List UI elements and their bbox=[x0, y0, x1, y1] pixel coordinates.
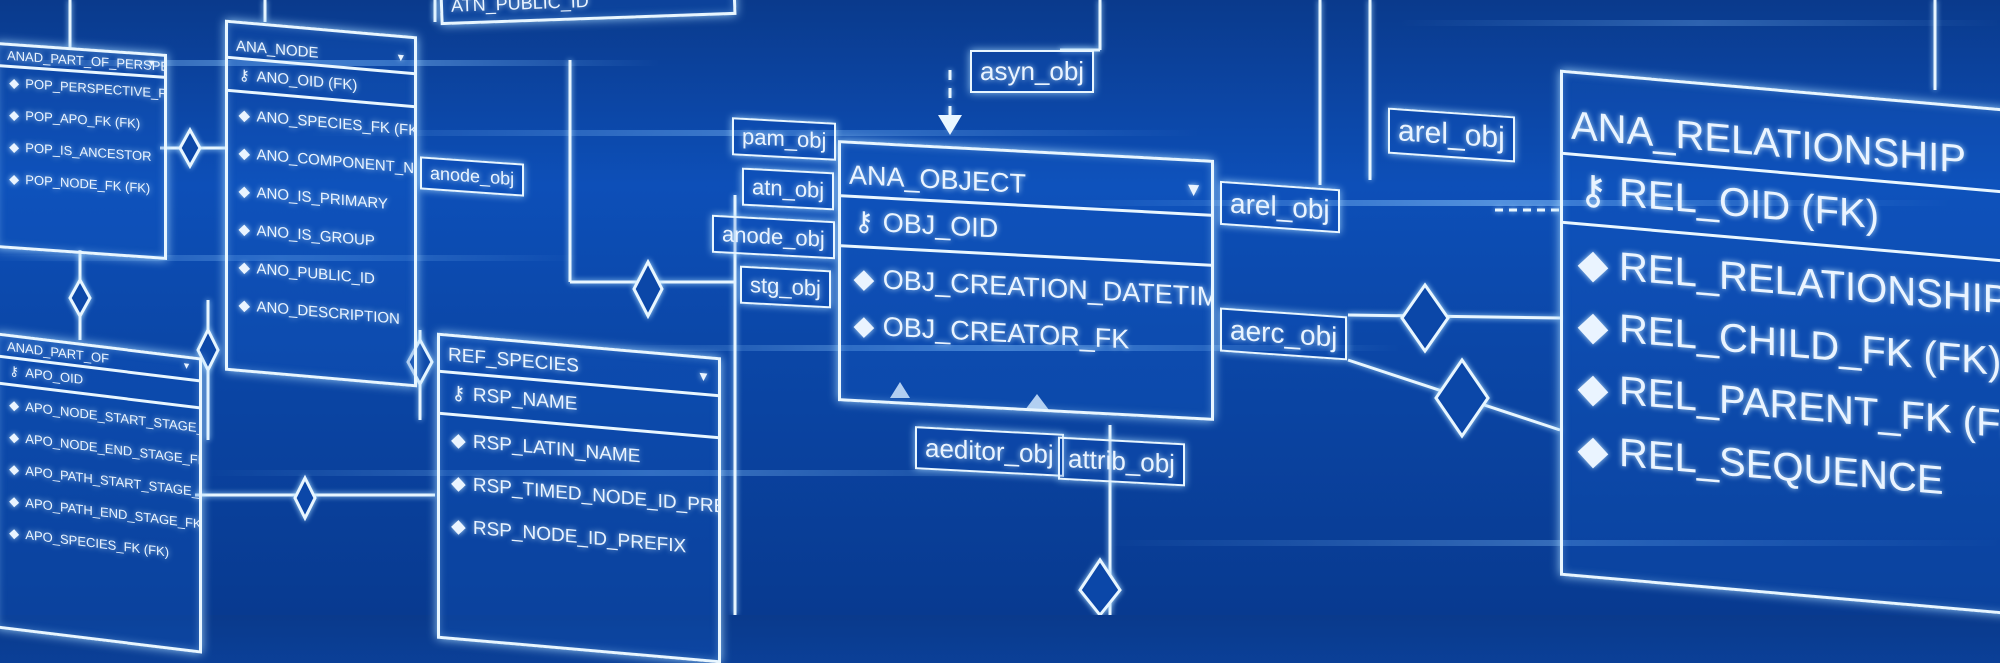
diamond-icon: ◆ bbox=[238, 144, 251, 163]
entity-row: ◆ANO_IS_GROUP bbox=[228, 218, 414, 254]
entity-title: ANAD_PART_OF_PERSPECTIVE bbox=[7, 47, 167, 77]
diamond-icon: ◆ bbox=[9, 460, 20, 478]
diamond-icon: ◆ bbox=[9, 492, 20, 510]
triangle-down-icon[interactable]: ▼ bbox=[1184, 179, 1203, 202]
entity-ana-node[interactable]: ANA_NODE ▼ ⚷ANO_OID (FK) ◆ANO_SPECIES_FK… bbox=[225, 19, 417, 388]
key-icon: ⚷ bbox=[238, 66, 250, 85]
relationship-lines bbox=[68, 0, 1937, 615]
diamond-icon: ◆ bbox=[9, 170, 20, 187]
diamond-icon: ◆ bbox=[9, 396, 20, 414]
entity-ref-species[interactable]: REF_SPECIES ▼ ⚷RSP_NAME ◆RSP_LATIN_NAME … bbox=[437, 332, 721, 663]
arrow-up-icon bbox=[1025, 394, 1049, 410]
entity-row: ◆ANO_COMPONENT_NAME bbox=[228, 142, 417, 180]
relationship-diamond bbox=[68, 276, 92, 320]
tag-aerc-obj[interactable]: aerc_obj bbox=[1220, 307, 1348, 361]
key-icon: ⚷ bbox=[451, 382, 466, 406]
diamond-icon: ◆ bbox=[238, 220, 251, 239]
diamond-icon: ◆ bbox=[238, 296, 251, 315]
key-icon: ⚷ bbox=[1578, 167, 1608, 214]
entity-row: ◆ANO_PUBLIC_ID bbox=[228, 256, 414, 292]
entity-row: ◆POP_IS_ANCESTOR bbox=[0, 137, 164, 167]
triangle-down-icon[interactable]: ▼ bbox=[395, 51, 406, 65]
relationship-diamond bbox=[1434, 357, 1490, 439]
tag-atn-obj[interactable]: atn_obj bbox=[742, 167, 835, 211]
entity-row: ◆RSP_NODE_ID_PREFIX bbox=[440, 513, 718, 562]
diamond-icon: ◆ bbox=[853, 262, 875, 295]
diamond-icon: ◆ bbox=[451, 515, 466, 539]
diamond-icon: ◆ bbox=[9, 524, 20, 542]
diamond-icon: ◆ bbox=[9, 138, 20, 155]
diamond-icon: ◆ bbox=[9, 428, 20, 446]
entity-anad-part-of-perspective[interactable]: ANAD_PART_OF_PERSPECTIVE ▼ ◆POP_PERSPECT… bbox=[0, 42, 167, 260]
entity-row: ◆POP_APO_FK (FK) bbox=[0, 105, 164, 135]
tag-attrib-obj[interactable]: attrib_obj bbox=[1058, 436, 1185, 487]
entity-title: ANA_NODE bbox=[236, 37, 319, 62]
diamond-icon: ◆ bbox=[9, 74, 20, 91]
diamond-icon: ◆ bbox=[1577, 427, 1609, 474]
diamond-icon: ◆ bbox=[238, 258, 251, 277]
diamond-icon: ◆ bbox=[1577, 241, 1609, 288]
triangle-down-icon[interactable]: ▼ bbox=[181, 360, 191, 372]
entity-ana-relationship[interactable]: ANA_RELATIONSHIP ⚷REL_OID (FK) ◆REL_RELA… bbox=[1560, 69, 2000, 617]
tag-pam-obj[interactable]: pam_obj bbox=[732, 117, 837, 161]
diamond-icon: ◆ bbox=[853, 309, 875, 342]
entity-row: ◆ANO_SPECIES_FK (FK) bbox=[228, 104, 417, 140]
relationship-diamond bbox=[1400, 282, 1450, 354]
entity-row: ◆OBJ_CREATION_DATETIME bbox=[841, 261, 1214, 313]
tag-asyn-obj[interactable]: asyn_obj bbox=[970, 50, 1095, 93]
diamond-icon: ◆ bbox=[451, 429, 466, 453]
diamond-icon: ◆ bbox=[1577, 303, 1609, 350]
relationship-diamond bbox=[196, 326, 220, 374]
entity-row: ◆ANO_DESCRIPTION bbox=[228, 294, 414, 330]
key-icon: ⚷ bbox=[853, 205, 874, 238]
tag-stg-obj[interactable]: stg_obj bbox=[740, 265, 831, 309]
triangle-down-icon[interactable]: ▼ bbox=[696, 368, 710, 385]
entity-row: ◆POP_NODE_FK (FK) bbox=[0, 169, 164, 199]
arrow-down-icon bbox=[938, 115, 962, 135]
tag-anode-obj[interactable]: anode_obj bbox=[712, 214, 835, 260]
entity-anad-part-of[interactable]: ANAD_PART_OF ▼ ⚷APO_OID ◆APO_NODE_START_… bbox=[0, 332, 202, 654]
entity-ana-object[interactable]: ANA_OBJECT ▼ ⚷OBJ_OID ◆OBJ_CREATION_DATE… bbox=[838, 140, 1214, 421]
tag-arel-obj-mid[interactable]: arel_obj bbox=[1220, 180, 1340, 234]
tag-arel-obj-right[interactable]: arel_obj bbox=[1388, 107, 1515, 163]
key-icon: ⚷ bbox=[9, 362, 19, 380]
entity-title: ATN_PUBLIC_ID bbox=[450, 0, 589, 16]
relationship-diamond bbox=[1078, 557, 1122, 615]
relationship-diamond bbox=[406, 336, 434, 388]
entity-row: ◆OBJ_CREATOR_FK bbox=[841, 308, 1211, 360]
diamond-icon: ◆ bbox=[451, 472, 466, 496]
tag-aeditor-obj[interactable]: aeditor_obj bbox=[915, 426, 1064, 477]
entity-title: ANA_OBJECT bbox=[849, 159, 1027, 200]
entity-row: ◆RSP_TIMED_NODE_ID_PREFIX bbox=[440, 470, 721, 521]
diamond-icon: ◆ bbox=[1577, 365, 1609, 412]
triangle-down-icon[interactable]: ▼ bbox=[146, 57, 156, 69]
diamond-icon: ◆ bbox=[238, 106, 251, 125]
entity-title: REF_SPECIES bbox=[448, 344, 579, 377]
diamond-icon: ◆ bbox=[9, 106, 20, 123]
entity-row: ◆POP_PERSPECTIVE_FK (FK) bbox=[0, 73, 167, 104]
diamond-icon: ◆ bbox=[238, 182, 251, 201]
relationship-diamond bbox=[632, 258, 664, 320]
relationship-diamond bbox=[293, 474, 317, 522]
entity-row: ◆ANO_IS_PRIMARY bbox=[228, 180, 414, 216]
arrow-up-icon bbox=[890, 382, 910, 398]
relationship-diamond bbox=[178, 126, 202, 170]
